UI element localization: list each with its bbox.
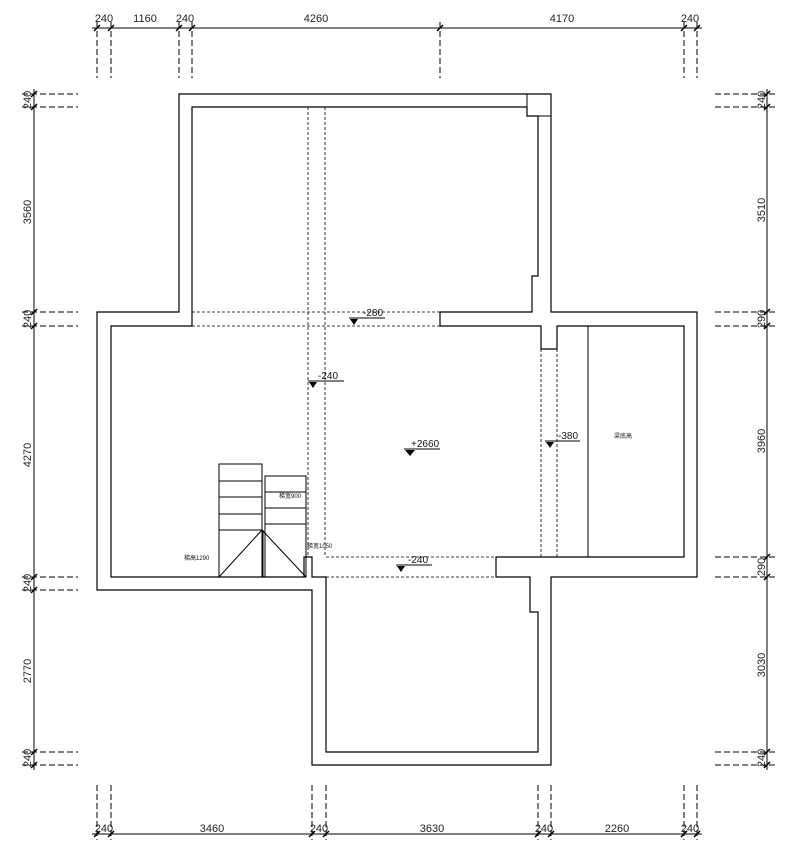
level-marker-right-beam: -380 bbox=[545, 431, 580, 448]
dim-left-2: 240 bbox=[22, 310, 34, 328]
dim-bottom-5: 2260 bbox=[605, 823, 629, 835]
note-stair-middle: 梯宽900 bbox=[279, 492, 302, 500]
dim-right-2: 290 bbox=[756, 310, 768, 328]
dim-left-3: 4270 bbox=[22, 443, 34, 467]
svg-text:-380: -380 bbox=[558, 431, 578, 442]
dim-left-1: 3560 bbox=[22, 200, 34, 224]
svg-text:-280: -280 bbox=[363, 308, 383, 319]
dimension-extension-lines bbox=[22, 22, 775, 840]
dim-right-4: 290 bbox=[756, 558, 768, 576]
column-top-right bbox=[526, 93, 552, 117]
dim-left-4: 240 bbox=[22, 574, 34, 592]
dimension-lines bbox=[30, 24, 771, 838]
dim-top-1: 1160 bbox=[133, 13, 157, 25]
level-marker-lower-beam: -240 bbox=[396, 555, 432, 572]
staircase bbox=[218, 463, 307, 578]
dim-top-3: 4260 bbox=[304, 13, 328, 25]
note-stair-bottom: 梯宽1050 bbox=[307, 542, 333, 550]
dim-left-0: 240 bbox=[22, 91, 34, 109]
dim-top-0: 240 bbox=[95, 13, 113, 25]
dim-right-3: 3960 bbox=[756, 429, 768, 453]
dim-right-6: 240 bbox=[756, 749, 768, 767]
svg-text:+2660: +2660 bbox=[411, 439, 440, 450]
dim-bottom-0: 240 bbox=[95, 823, 113, 835]
dim-right-5: 3030 bbox=[756, 653, 768, 677]
dim-right-1: 3510 bbox=[756, 198, 768, 222]
svg-text:-240: -240 bbox=[318, 371, 338, 382]
dim-top-5: 240 bbox=[681, 13, 699, 25]
dim-top-2: 240 bbox=[176, 13, 194, 25]
dim-top-4: 4170 bbox=[550, 13, 574, 25]
svg-text:-240: -240 bbox=[408, 555, 428, 566]
dim-bottom-2: 240 bbox=[310, 823, 328, 835]
level-marker-left-beam: -240 bbox=[308, 371, 344, 388]
dim-bottom-4: 240 bbox=[535, 823, 553, 835]
dim-bottom-3: 3630 bbox=[420, 823, 444, 835]
dim-right-0: 240 bbox=[756, 91, 768, 109]
level-marker-upper-beam: -280 bbox=[349, 308, 385, 325]
level-marker-center: +2660 bbox=[404, 439, 440, 456]
note-stair-left: 梯高1290 bbox=[184, 554, 210, 562]
exterior-walls bbox=[96, 93, 698, 766]
note-right-room: 梁底高 bbox=[614, 432, 632, 440]
dim-bottom-1: 3460 bbox=[200, 823, 224, 835]
beam-lines bbox=[192, 107, 558, 578]
dim-bottom-6: 240 bbox=[681, 823, 699, 835]
dim-left-5: 2770 bbox=[22, 659, 34, 683]
dim-left-6: 240 bbox=[22, 749, 34, 767]
